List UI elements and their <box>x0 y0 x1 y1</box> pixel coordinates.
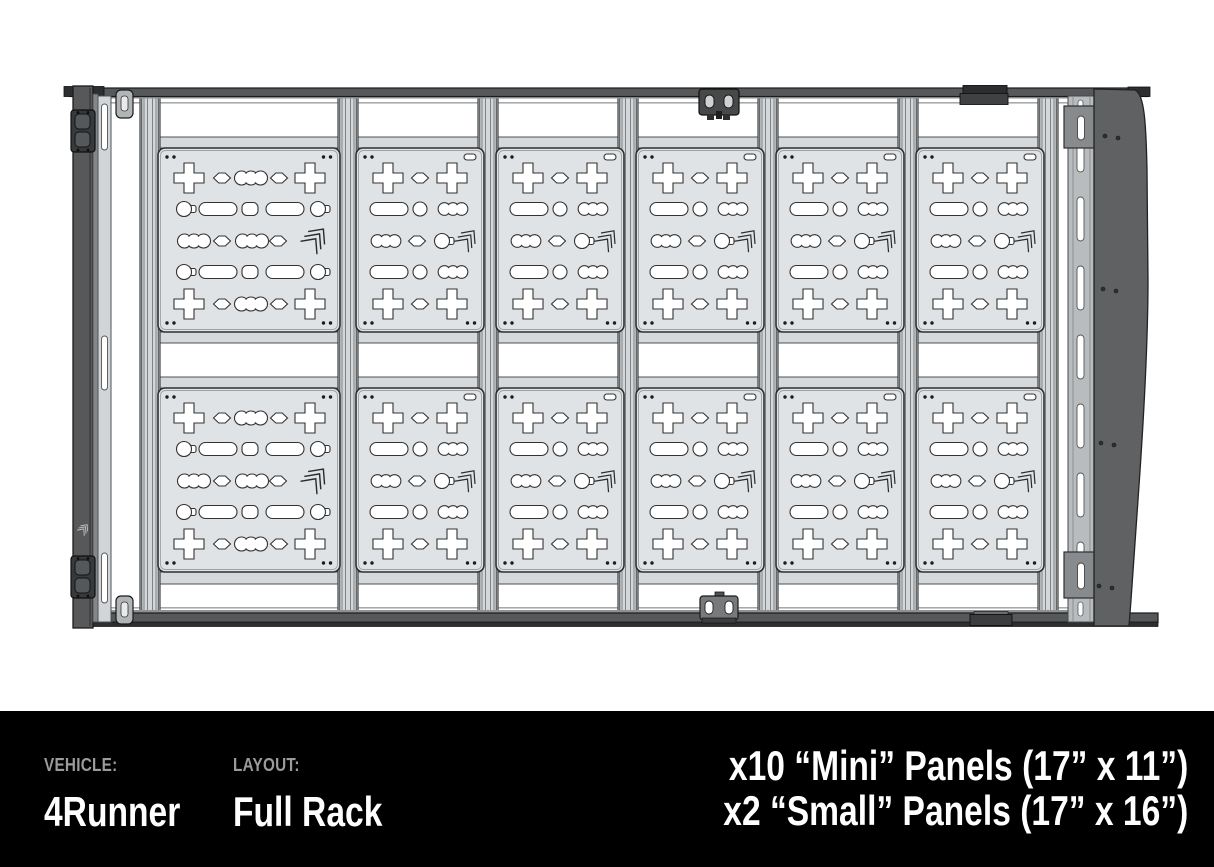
panel-flange <box>777 331 899 344</box>
panel-mini <box>635 147 765 333</box>
layout-label: LAYOUT: <box>233 755 300 775</box>
panel-flange <box>637 331 759 344</box>
crossbar <box>139 95 161 623</box>
panel-flange <box>159 571 339 585</box>
count-small-panels: x2 “Small” Panels (17” x 16”) <box>722 787 1188 834</box>
panel-flange <box>357 376 479 389</box>
brand-chevron-logo <box>1014 470 1036 493</box>
panel-mini <box>915 147 1045 333</box>
panel-flange <box>917 136 1039 149</box>
diagram-background <box>0 0 1214 711</box>
panel-flange <box>917 331 1039 344</box>
panel-flange <box>777 136 899 149</box>
panel-flange <box>357 571 479 585</box>
left-side-rail <box>72 85 112 629</box>
brand-chevron-logo <box>874 230 896 253</box>
panel-flange <box>637 376 759 389</box>
panel-mini <box>775 387 905 573</box>
count-mini-panels: x10 “Mini” Panels (17” x 11”) <box>728 742 1188 789</box>
brand-chevron-logo <box>300 468 326 495</box>
brand-chevron-logo <box>1014 230 1036 253</box>
panel-mini <box>355 147 485 333</box>
panel-flange <box>357 136 479 149</box>
left-hinge-bracket <box>70 555 96 599</box>
right-wind-fairing <box>1093 88 1149 627</box>
layout-value: Full Rack <box>233 788 383 835</box>
top-clamp-bracket <box>698 88 740 120</box>
brand-chevron-logo <box>454 230 476 253</box>
panel-flange <box>159 136 339 149</box>
brand-chevron-logo <box>594 230 616 253</box>
panel-flange <box>777 571 899 585</box>
panel-flange <box>159 331 339 344</box>
rail-hook-tab <box>115 89 134 119</box>
crossbar <box>337 95 359 623</box>
info-bar: VEHICLE: 4Runner LAYOUT: Full Rack x10 “… <box>0 711 1214 867</box>
brand-chevron-logo <box>76 524 89 536</box>
panel-flange <box>917 376 1039 389</box>
vehicle-value: 4Runner <box>44 788 181 835</box>
panel-flange <box>497 571 619 585</box>
panel-small <box>157 387 341 573</box>
rack-diagram <box>0 0 1214 711</box>
panel-flange <box>497 376 619 389</box>
brand-chevron-logo <box>594 470 616 493</box>
panel-flange <box>637 571 759 585</box>
panel-flange <box>357 331 479 344</box>
panel-small <box>157 147 341 333</box>
bottom-flat-bracket <box>969 611 1013 626</box>
brand-chevron-logo <box>454 470 476 493</box>
panel-flange <box>917 571 1039 585</box>
brand-chevron-logo <box>874 470 896 493</box>
brand-chevron-logo <box>734 470 756 493</box>
brand-chevron-logo <box>300 228 326 255</box>
left-hinge-bracket <box>70 109 96 153</box>
top-flat-bracket <box>959 85 1009 105</box>
brand-chevron-logo <box>734 230 756 253</box>
panel-mini <box>495 147 625 333</box>
rack-svg <box>0 0 1214 711</box>
rail-hook-tab <box>115 595 134 625</box>
panel-counts: x10 “Mini” Panels (17” x 11”) x2 “Small”… <box>723 743 1188 833</box>
panel-mini <box>355 387 485 573</box>
panel-mini <box>635 387 765 573</box>
panel-flange <box>777 376 899 389</box>
panel-mini <box>915 387 1045 573</box>
right-accessory-rail <box>1063 95 1099 623</box>
panel-flange <box>497 331 619 344</box>
vehicle-label: VEHICLE: <box>44 755 118 775</box>
panel-flange <box>497 136 619 149</box>
panel-flange <box>637 136 759 149</box>
panel-flange <box>159 376 339 389</box>
panel-mini <box>775 147 905 333</box>
bottom-clamp-bracket <box>699 591 739 624</box>
panel-mini <box>495 387 625 573</box>
